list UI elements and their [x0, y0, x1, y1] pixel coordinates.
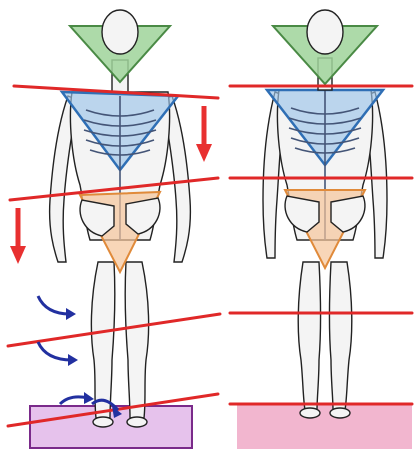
figure-right-aligned [263, 10, 387, 418]
skull-left [102, 10, 138, 54]
legs-left [91, 262, 148, 427]
arrow-down-icon [10, 208, 26, 264]
arrow-down-icon [196, 106, 212, 162]
curved-arrow-icon [38, 342, 78, 366]
skull-right [307, 10, 343, 54]
legs-right [298, 262, 352, 418]
figure-left-misaligned [50, 10, 191, 427]
curved-arrow-icon [38, 296, 76, 320]
curved-arrow-icon [60, 392, 94, 404]
base-block-left [30, 406, 192, 448]
base-block-right [237, 404, 412, 449]
